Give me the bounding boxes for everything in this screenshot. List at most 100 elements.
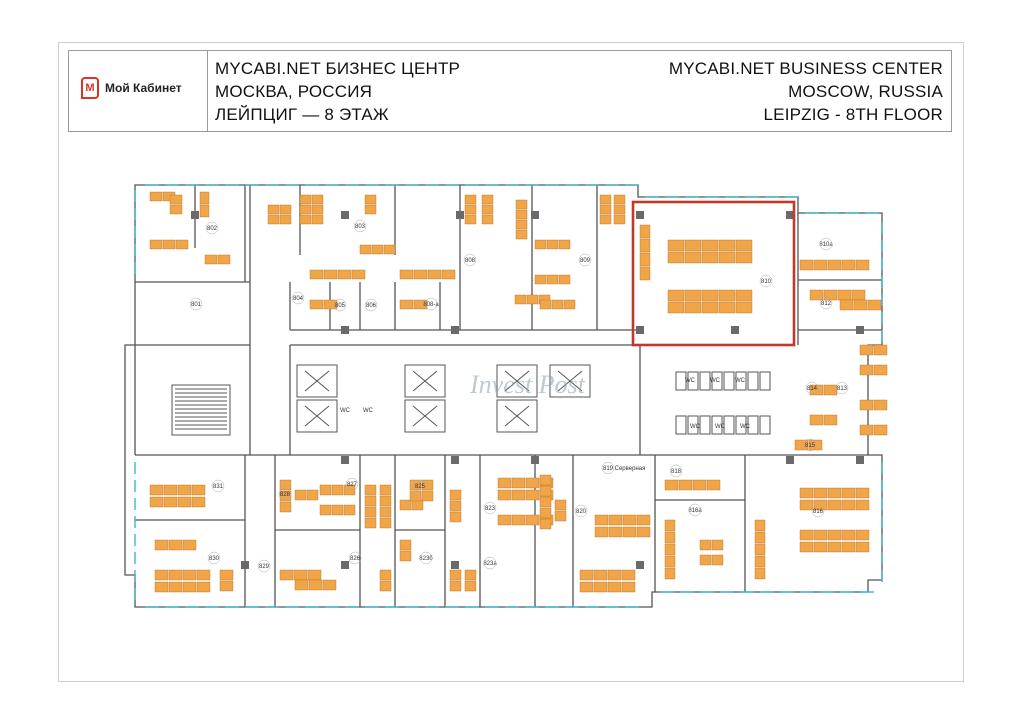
desk xyxy=(267,204,280,215)
room-label-826: 826 xyxy=(350,556,361,562)
desk xyxy=(149,484,164,496)
desk xyxy=(809,414,824,426)
desk xyxy=(639,252,651,267)
desk xyxy=(539,507,552,519)
title-en-line-2: MOSCOW, RUSSIA xyxy=(788,82,943,101)
desk xyxy=(813,541,828,553)
desk xyxy=(539,474,552,486)
desk xyxy=(379,569,392,581)
room-label-ring xyxy=(364,298,378,312)
room-label-808-а: 808-а xyxy=(423,302,439,308)
desk xyxy=(735,251,753,264)
desk xyxy=(813,499,828,511)
title-ru-line-3: ЛЕЙПЦИГ — 8 ЭТАЖ xyxy=(215,105,389,124)
desk xyxy=(718,289,736,302)
restroom-stall xyxy=(759,371,771,391)
room-label-ring xyxy=(189,297,203,311)
desk xyxy=(608,526,623,538)
desk xyxy=(546,274,559,285)
desk xyxy=(664,531,676,544)
title-russian: MYCABI.NET БИЗНЕС ЦЕНТР МОСКВА, РОССИЯ Л… xyxy=(215,57,460,126)
desk xyxy=(873,424,888,436)
elevator-shaft xyxy=(404,364,446,398)
desk xyxy=(667,239,685,252)
restroom-stall xyxy=(723,415,735,435)
desk xyxy=(855,259,870,271)
desk xyxy=(809,384,824,396)
room-label-823а: 823а xyxy=(483,561,497,567)
title-block: M Мой Кабинет MYCABI.NET БИЗНЕС ЦЕНТР МО… xyxy=(68,50,952,132)
desk xyxy=(664,543,676,556)
desk xyxy=(322,579,337,591)
room-label-ring xyxy=(207,551,221,565)
desk xyxy=(636,514,651,526)
desk xyxy=(149,239,163,250)
title-en-line-3: LEIPZIG - 8TH FLOOR xyxy=(763,105,943,124)
desk xyxy=(718,239,736,252)
desk xyxy=(534,239,547,250)
desk xyxy=(154,569,169,581)
desk xyxy=(306,489,319,501)
desk xyxy=(827,541,842,553)
room-label-828: 828 xyxy=(280,492,291,498)
desk xyxy=(859,399,874,411)
desk xyxy=(664,479,679,491)
desk xyxy=(799,541,814,553)
desk xyxy=(199,191,210,205)
desk xyxy=(168,569,183,581)
column xyxy=(191,211,199,219)
room-label-ring xyxy=(688,503,702,517)
room-label-ring xyxy=(483,501,497,515)
desk xyxy=(199,204,210,218)
room-label-ring xyxy=(333,298,347,312)
column xyxy=(341,456,349,464)
desk xyxy=(449,511,462,523)
column xyxy=(636,326,644,334)
desk xyxy=(323,269,338,280)
desk xyxy=(279,204,292,215)
desk xyxy=(364,506,377,518)
desk xyxy=(526,294,539,305)
desk xyxy=(859,344,874,356)
room-label-ring xyxy=(835,381,849,395)
desk xyxy=(809,289,824,301)
desk xyxy=(525,489,540,501)
room-label-818: 818 xyxy=(671,469,682,475)
desk xyxy=(323,299,338,310)
stairwell xyxy=(171,384,231,436)
desk xyxy=(149,496,164,508)
desk xyxy=(515,219,528,230)
room-label-814: 814 xyxy=(807,386,818,392)
room-label-802: 802 xyxy=(207,226,218,232)
desk xyxy=(464,204,477,215)
room-label-831: 831 xyxy=(213,484,224,490)
room-label-ring xyxy=(348,551,362,565)
title-en-line-1: MYCABI.NET BUSINESS CENTER xyxy=(668,59,943,78)
desk xyxy=(515,209,528,220)
desk xyxy=(525,514,540,526)
desk xyxy=(539,518,552,530)
desk xyxy=(168,539,183,551)
desk xyxy=(684,289,702,302)
restroom-stall xyxy=(759,415,771,435)
desk xyxy=(191,484,206,496)
desk xyxy=(799,499,814,511)
highlighted-office-810[interactable] xyxy=(631,200,796,347)
desk xyxy=(196,581,211,593)
desk xyxy=(735,289,753,302)
desk xyxy=(177,484,192,496)
desk xyxy=(711,554,724,566)
desk xyxy=(613,204,626,215)
room-label-ring xyxy=(211,479,225,493)
room-label-ring xyxy=(578,253,592,267)
room-label-ring xyxy=(805,381,819,395)
desk xyxy=(823,289,838,301)
desk xyxy=(813,487,828,499)
desk xyxy=(343,504,356,516)
desk xyxy=(664,519,676,532)
desk xyxy=(554,510,567,522)
desk xyxy=(464,214,477,225)
desk xyxy=(667,289,685,302)
desk xyxy=(351,269,366,280)
desk xyxy=(191,496,206,508)
